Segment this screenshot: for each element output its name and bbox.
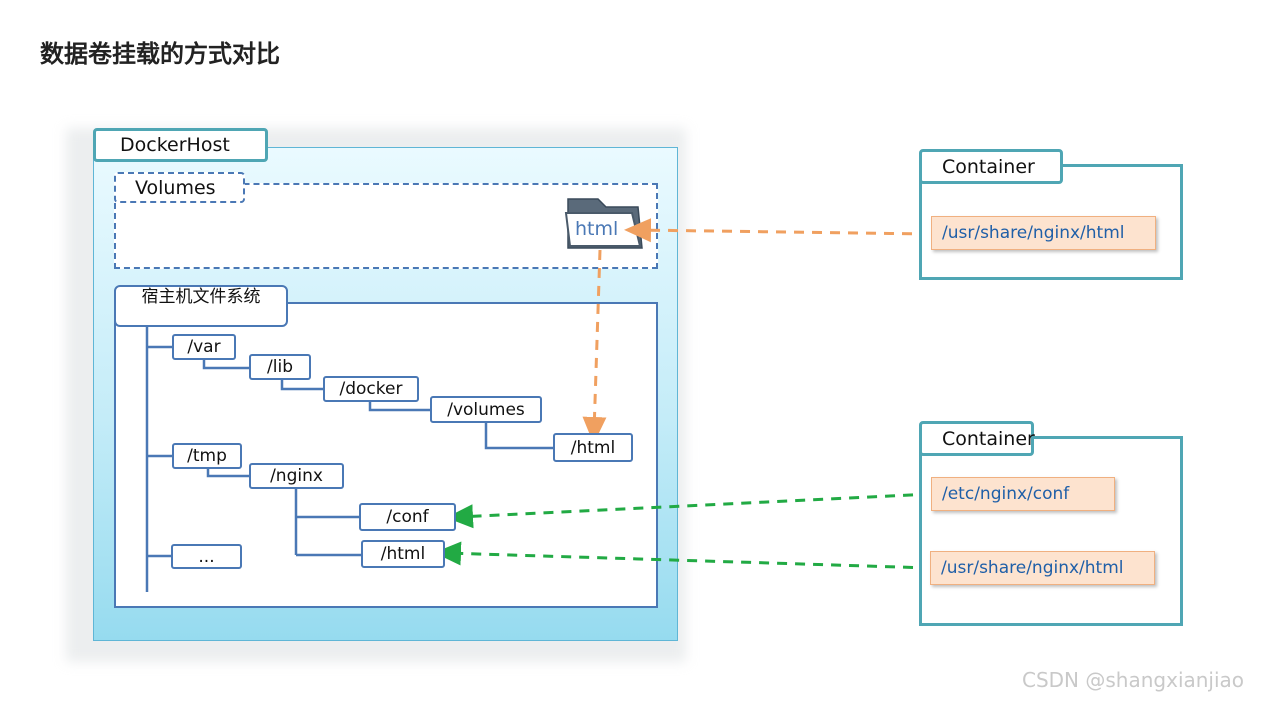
volumes-label: Volumes xyxy=(114,172,245,203)
docker-host-label: DockerHost xyxy=(93,128,268,162)
fs-node-volumes: /volumes xyxy=(430,396,542,423)
fs-tree-lines xyxy=(145,327,554,592)
container-2-path-html: /usr/share/nginx/html xyxy=(930,551,1155,585)
container-2-box xyxy=(919,436,1183,626)
host-fs-label: 宿主机文件系统 xyxy=(114,285,288,327)
fs-node-nginx: /nginx xyxy=(249,463,344,489)
fs-node-docker: /docker xyxy=(323,376,419,402)
fs-node-volumes-html: /html xyxy=(553,433,633,462)
container-1-label: Container xyxy=(919,149,1063,184)
watermark: CSDN @shangxianjiao xyxy=(1022,668,1245,692)
fs-node-lib: /lib xyxy=(249,354,311,380)
fs-node-nginx-html: /html xyxy=(361,540,445,568)
fs-node-ellipsis: ... xyxy=(171,544,242,569)
fs-node-tmp: /tmp xyxy=(172,443,242,469)
container-2-path-conf: /etc/nginx/conf xyxy=(931,477,1115,511)
volume-folder-label: html xyxy=(575,218,619,240)
container-1-path-html: /usr/share/nginx/html xyxy=(931,216,1156,250)
fs-node-conf: /conf xyxy=(359,503,456,531)
container-2-label: Container xyxy=(919,421,1035,456)
html-folder-icon xyxy=(564,198,643,249)
fs-node-var: /var xyxy=(172,334,236,360)
page-title: 数据卷挂载的方式对比 xyxy=(40,40,280,68)
